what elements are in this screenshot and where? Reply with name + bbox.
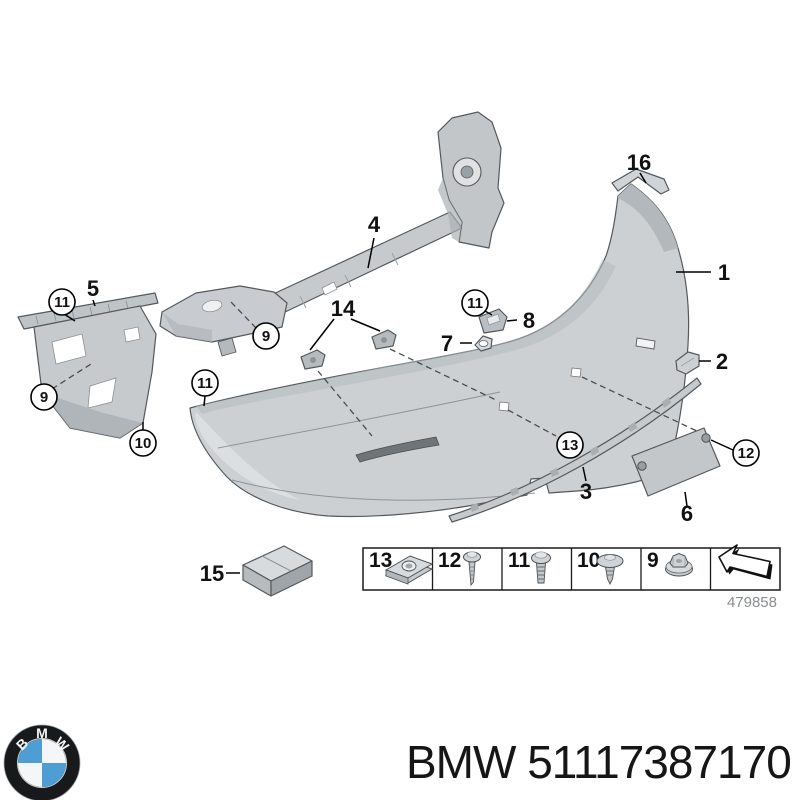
callout-16: 16 [627,150,651,175]
circled-callouts: 11 9 10 11 9 11 13 12 [30,288,760,467]
callout-circle-10: 10 [129,429,157,457]
roundel-quadrant-white-tr [42,739,66,763]
bmw-roundel-logo: B M W [3,724,81,800]
table-dividers [431,548,712,590]
callout-6: 6 [681,501,693,526]
callout-12-label: 12 [738,445,755,462]
callout-circle-11b: 11 [191,369,219,397]
plastic-nut-icon [665,552,693,577]
callout-circle-9a: 9 [30,383,58,411]
brand-part-number: BMW 51117387170 [406,736,791,788]
number-callouts: 4 5 16 1 2 8 7 14 3 6 15 [87,150,730,586]
fastener-table: 13 12 11 10 9 [362,544,781,591]
callout-15: 15 [200,561,224,586]
part-14-sensor-mounts [300,329,397,370]
callout-circle-12: 12 [732,439,760,467]
callout-9a-label: 9 [40,389,48,406]
callout-7: 7 [441,331,453,356]
roundel-quadrant-blue-tl [18,739,42,763]
bracket-serrations [35,300,129,325]
table-cell-13-label: 13 [369,549,392,572]
callout-2: 2 [716,349,728,374]
table-cell-12-label: 12 [438,549,461,572]
part-6-filler-plate [631,427,721,497]
mount-hole [570,367,582,378]
part-3-lower-trim-strip [448,377,702,523]
callout-11b-label: 11 [197,375,213,392]
continue-arrow-icon [718,544,773,580]
callout-14: 14 [331,296,356,321]
drawing-number: 479858 [727,594,777,611]
part-5-left-bracket [17,292,159,439]
callout-11a-label: 11 [54,294,70,311]
part-15-kit-box [242,545,313,597]
table-cell-10-label: 10 [577,549,600,572]
callout-circle-13: 13 [556,431,584,459]
part-4-carrier-bar [255,111,505,323]
callout-5: 5 [87,276,99,301]
callout-9b-label: 9 [262,328,270,345]
washer-head-screw-icon [531,551,551,584]
callout-8: 8 [523,308,535,333]
table-cell-11-label: 11 [508,549,531,572]
callout-10-label: 10 [135,435,152,452]
callout-circle-9b: 9 [252,322,280,350]
side-slot [635,337,656,350]
callout-circle-11c: 11 [461,289,489,317]
expansion-rivet-icon [596,554,624,586]
callout-13-label: 13 [562,437,579,454]
reflector-slot [355,436,440,463]
dashed-locator-lines [51,301,700,437]
callout-circle-11a: 11 [48,288,76,316]
part-8-bracket [478,308,508,334]
sensor-hole [498,401,510,412]
table-cell-9-label: 9 [647,549,659,572]
callout-1: 1 [718,260,730,285]
trim-strip-clips [470,397,671,512]
part-7-gasket [474,335,493,352]
roundel-quadrant-blue-br [42,763,66,787]
cage-nut-icon [384,555,434,585]
callout-11c-label: 11 [467,295,483,312]
logo-letter-m: M [36,725,48,741]
pan-head-screw-icon [463,551,481,587]
callout-3: 3 [580,479,592,504]
callout-4: 4 [368,212,381,237]
part-2-tow-hook-cover [675,351,700,375]
part-16-corner-strip [611,168,670,195]
leader-lines [63,172,734,574]
roundel-quadrant-white-bl [18,763,42,787]
